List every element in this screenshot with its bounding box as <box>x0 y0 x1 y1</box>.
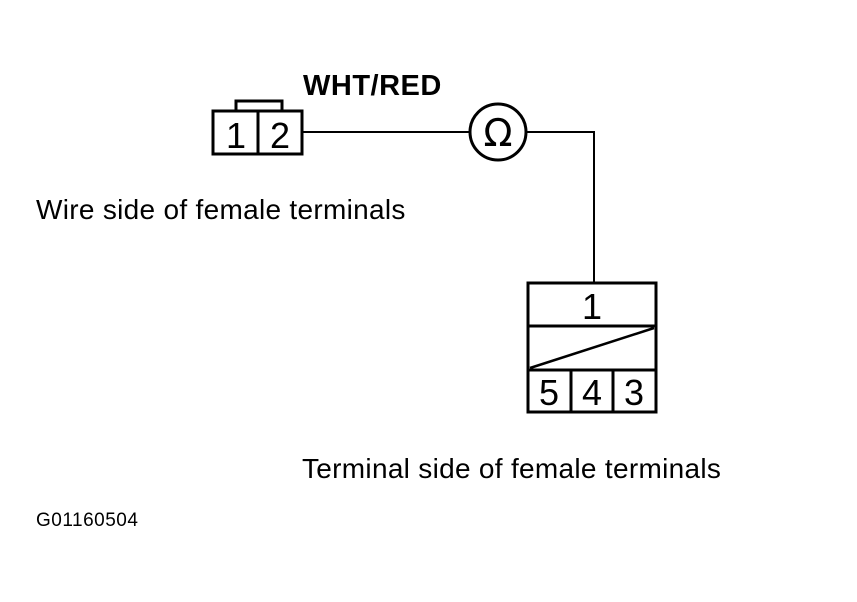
connector-a-lock-tab <box>234 99 284 111</box>
connector-b-pin-3: 3 <box>624 372 644 413</box>
ohmmeter: Ω <box>468 102 528 162</box>
connector-a-caption: Wire side of female terminals <box>36 194 406 225</box>
connector-a-pin-2: 2 <box>270 115 290 156</box>
connector-b-caption: Terminal side of female terminals <box>302 453 722 484</box>
connector-b-empty-slash <box>529 326 655 370</box>
connector-b: 1 5 4 3 <box>526 281 658 414</box>
connector-a: 1 2 <box>211 99 304 156</box>
connector-b-pin-1: 1 <box>582 286 602 327</box>
wire-color-label: WHT/RED <box>303 70 442 102</box>
connector-b-body <box>526 281 658 414</box>
figure-id: G01160504 <box>36 510 139 531</box>
wire-meter-to-connector-b <box>526 131 595 283</box>
connector-a-pin-1: 1 <box>226 115 246 156</box>
ohm-icon: Ω <box>483 111 512 155</box>
connector-b-pin-5: 5 <box>539 372 559 413</box>
connector-b-pin-4: 4 <box>582 372 602 413</box>
